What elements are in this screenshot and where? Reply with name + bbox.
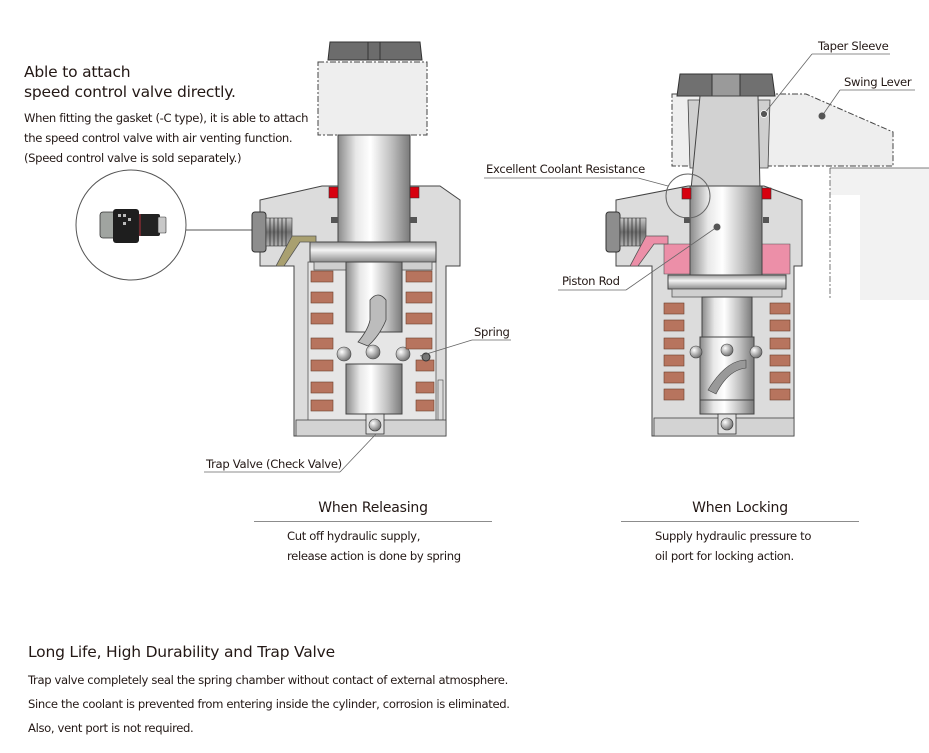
locking-caption-divider bbox=[621, 521, 859, 522]
taper-sleeve-label: Taper Sleeve bbox=[818, 39, 889, 53]
spring-label: Spring bbox=[474, 325, 510, 339]
locking-caption-line2: oil port for locking action. bbox=[655, 549, 794, 563]
trap-valve-leader-line bbox=[339, 433, 377, 473]
swing-lever-leader-line bbox=[821, 89, 841, 117]
intro-title-line2: speed control valve directly. bbox=[24, 83, 236, 101]
trap-valve-label: Trap Valve (Check Valve) bbox=[206, 457, 342, 471]
taper-sleeve-marker-dot bbox=[760, 110, 768, 118]
right-cylinder-body bbox=[605, 73, 929, 437]
intro-title-line1: Able to attach bbox=[24, 63, 131, 81]
piston-rod-leader-line bbox=[625, 226, 718, 291]
speed-control-valve-inset bbox=[75, 169, 256, 281]
releasing-caption-divider bbox=[254, 521, 492, 522]
spring-leader-line bbox=[419, 339, 473, 357]
piston-rod-label: Piston Rod bbox=[562, 274, 620, 288]
durability-line1: Trap valve completely seal the spring ch… bbox=[28, 673, 508, 687]
intro-body-line2: the speed control valve with air venting… bbox=[24, 131, 293, 145]
left-cylinder-body bbox=[251, 41, 461, 437]
taper-sleeve-leader-line bbox=[763, 53, 813, 115]
coolant-resistance-label: Excellent Coolant Resistance bbox=[486, 162, 645, 176]
durability-title: Long Life, High Durability and Trap Valv… bbox=[28, 643, 335, 661]
piston-rod-marker-dot bbox=[713, 223, 721, 231]
releasing-caption-title: When Releasing bbox=[318, 500, 428, 516]
durability-line2: Since the coolant is prevented from ente… bbox=[28, 697, 510, 711]
durability-line3: Also, vent port is not required. bbox=[28, 721, 194, 735]
locking-caption-title: When Locking bbox=[692, 500, 788, 516]
intro-body-line1: When fitting the gasket (-C type), it is… bbox=[24, 111, 309, 125]
swing-lever-marker-dot bbox=[818, 112, 826, 120]
intro-body-line3: (Speed control valve is sold separately.… bbox=[24, 151, 242, 165]
releasing-caption-line2: release action is done by spring bbox=[287, 549, 461, 563]
releasing-caption-line1: Cut off hydraulic supply, bbox=[287, 529, 421, 543]
swing-lever-label: Swing Lever bbox=[844, 75, 912, 89]
locking-caption-line1: Supply hydraulic pressure to bbox=[655, 529, 812, 543]
